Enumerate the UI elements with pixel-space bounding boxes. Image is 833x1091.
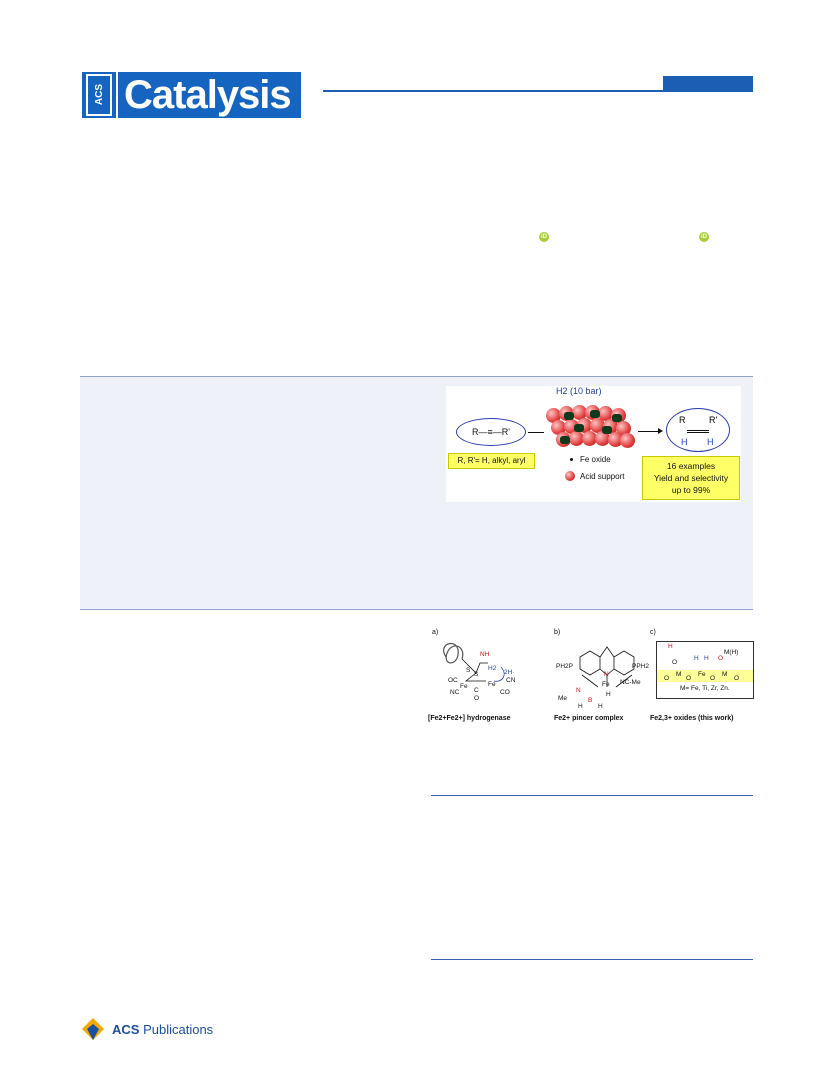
- arrow-head-icon: [658, 428, 663, 434]
- panel-c-label: M= Fe, Ti, Zr, Zn.: [680, 685, 730, 692]
- panel-b-label: NC-Me: [620, 679, 641, 686]
- panel-a-label: C: [474, 687, 479, 694]
- panel-c-label: O: [686, 675, 692, 682]
- section-rule: [431, 959, 753, 960]
- publisher-name: ACS Publications: [112, 1022, 213, 1037]
- toc-graphic: H2 (10 bar) R—≡—R' R, R'= H, alkyl, aryl…: [446, 386, 741, 502]
- panel-a-label: NH: [480, 651, 490, 658]
- panel-c-label: H: [694, 655, 699, 662]
- publisher-prefix: ACS: [112, 1021, 140, 1037]
- alkyne-substrate: R—≡—R': [456, 418, 526, 446]
- panel-a-label: H2: [488, 665, 497, 672]
- header-rule: [323, 90, 753, 92]
- panel-c-label: O: [672, 659, 678, 666]
- highlight-band: [657, 670, 753, 682]
- results-line-3: up to 99%: [671, 485, 711, 495]
- legend-fe-oxide: Fe oxide: [580, 455, 611, 464]
- panel-b-caption: Fe2+ pincer complex: [554, 715, 624, 722]
- fe-oxide-bullet: [570, 458, 573, 461]
- product-h1: H: [681, 437, 688, 447]
- panel-b-label: PH2P: [556, 663, 573, 670]
- panel-a-label: O: [474, 695, 480, 702]
- panel-c-label: O: [718, 655, 724, 662]
- results-line-1: 16 examples: [666, 461, 716, 471]
- panel-b-label: B: [588, 697, 593, 704]
- panel-b-label: H: [598, 703, 603, 710]
- header-tab: [663, 76, 753, 92]
- panel-c-label: O: [734, 675, 740, 682]
- reaction-arrow: [638, 431, 660, 432]
- substrate-formula: R—≡—R': [472, 427, 510, 437]
- panel-c-letter: c): [650, 629, 656, 636]
- alkene-product: R R' H H: [666, 408, 730, 452]
- panel-c-label: H: [704, 655, 709, 662]
- panel-a-letter: a): [432, 629, 439, 636]
- panel-c-label: H: [668, 643, 673, 650]
- panel-a-label: OC: [448, 677, 458, 684]
- panel-b-label: Fe: [602, 681, 610, 688]
- panel-c-caption: Fe2,3+ oxides (this work): [650, 715, 734, 722]
- panel-a-label: NC: [450, 689, 460, 696]
- pressure-label: H2 (10 bar): [556, 386, 602, 396]
- hydrogenase-structure: [443, 643, 505, 682]
- publisher-logo[interactable]: ACS Publications: [80, 1016, 213, 1042]
- journal-logo[interactable]: ACS Catalysis: [82, 72, 301, 118]
- panel-a-label: 2H·: [504, 669, 515, 676]
- acs-seal-icon: [82, 1018, 104, 1040]
- logo-prefix: ACS: [93, 84, 105, 106]
- catalyst-particles: [546, 402, 636, 460]
- substrate-scope-label: R, R'= H, alkyl, aryl: [448, 453, 535, 469]
- figure-1: a) NH H2 2H· S S OC Fe Fe CN NC C O CO […: [428, 627, 756, 727]
- panel-c-label: M(H): [724, 649, 739, 656]
- journal-name: Catalysis: [118, 72, 301, 118]
- panel-b-label: Me: [558, 695, 568, 702]
- product-r: R: [679, 415, 686, 425]
- panel-c-label: M: [676, 671, 682, 678]
- panel-c-label: Fe: [698, 671, 706, 678]
- panel-b-label: H: [606, 691, 611, 698]
- panel-b-label: H: [578, 703, 583, 710]
- product-r-prime: R': [709, 415, 718, 425]
- legend-acid-support: Acid support: [580, 472, 625, 481]
- results-line-2: Yield and selectivity: [653, 473, 729, 483]
- panel-b-letter: b): [554, 629, 561, 636]
- panel-a-label: S: [474, 671, 479, 678]
- panel-c-label: M: [722, 671, 728, 678]
- product-h2: H: [707, 437, 714, 447]
- pincer-complex-structure: [579, 646, 635, 688]
- panel-a-label: Fe: [460, 683, 468, 690]
- panel-c-label: O: [664, 675, 670, 682]
- panel-c-label: O: [710, 675, 716, 682]
- orcid-icon[interactable]: iD: [699, 232, 709, 242]
- panel-b-label: N: [576, 687, 581, 694]
- acs-logo-mark: ACS: [82, 72, 116, 118]
- acid-support-marker: [565, 471, 575, 481]
- panel-b-label: N: [604, 671, 609, 678]
- panel-a-label: CN: [506, 677, 516, 684]
- panel-b-label: PPH2: [632, 663, 649, 670]
- panel-a-caption: [Fe2+Fe2+] hydrogenase: [428, 715, 511, 722]
- publisher-suffix: Publications: [143, 1021, 214, 1037]
- panel-a-label: Fe: [488, 681, 496, 688]
- results-label: 16 examples Yield and selectivity up to …: [642, 456, 740, 500]
- dash: [528, 432, 544, 433]
- panel-a-label: CO: [500, 689, 510, 696]
- panel-a-label: S: [466, 667, 471, 674]
- section-rule: [431, 795, 753, 796]
- orcid-icon[interactable]: iD: [539, 232, 549, 242]
- fe-oxide-structure: [656, 641, 754, 699]
